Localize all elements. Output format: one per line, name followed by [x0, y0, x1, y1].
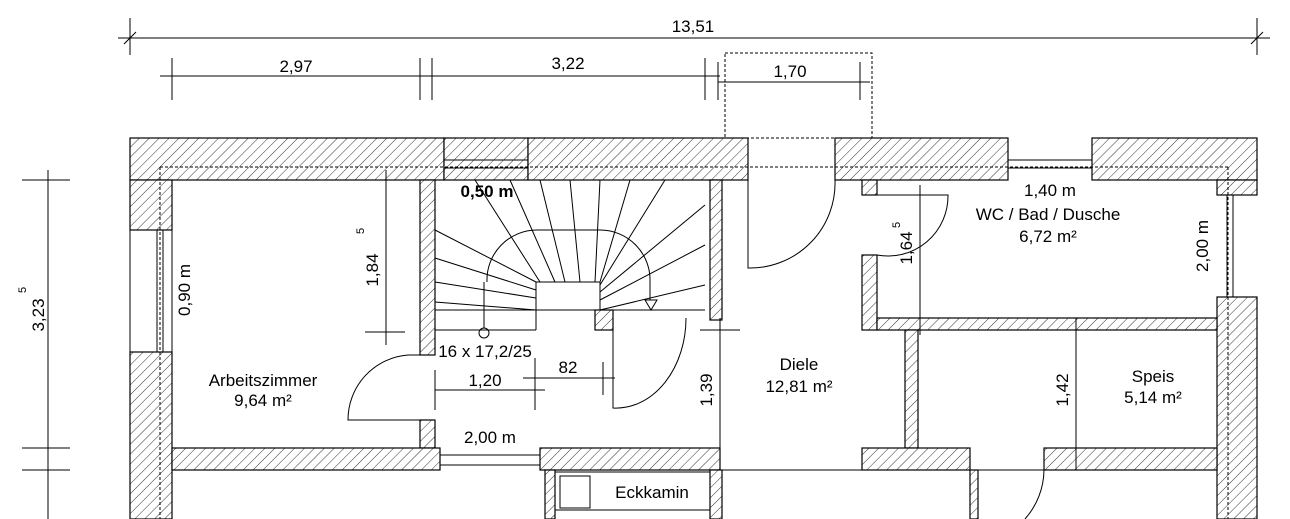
doors — [347, 179, 1045, 519]
arbeitszimmer-height-label: 1,84 — [363, 253, 382, 286]
room-diele-name: Diele — [780, 355, 819, 374]
stair-length-label: 2,00 m — [464, 428, 516, 447]
room-wc-area: 6,72 m² — [1019, 227, 1077, 246]
wc-window-label: 1,40 m — [1024, 181, 1076, 200]
seg1-label: 2,97 — [279, 57, 312, 76]
left-height-sup: 5 — [17, 287, 29, 293]
total-width-label: 13,51 — [672, 17, 715, 36]
dimension-segments: 2,97 3,22 1,70 — [160, 52, 873, 139]
seg3-label: 1,70 — [773, 62, 806, 81]
wc-right-window-label: 2,00 m — [1193, 220, 1212, 272]
window-left-label: 0,90 m — [175, 264, 194, 316]
interior-dimensions — [365, 170, 1077, 470]
dimension-total-width: 13,51 — [118, 17, 1270, 55]
room-diele-area: 12,81 m² — [765, 377, 832, 396]
walls — [129, 137, 1258, 519]
room-arbeitszimmer-area: 9,64 m² — [234, 391, 292, 410]
stair-window-label: 0,50 m — [461, 182, 514, 201]
staircase — [434, 179, 706, 339]
room-arbeitszimmer-name: Arbeitszimmer — [209, 371, 318, 390]
seg2-label: 3,22 — [551, 54, 584, 73]
stair-spec-label: 16 x 17,2/25 — [438, 342, 532, 361]
left-height-label: 3,23 — [29, 298, 48, 331]
wc-height-sup: 5 — [891, 222, 903, 228]
room-wc-name: WC / Bad / Dusche — [976, 205, 1121, 224]
diele-height-label: 1,39 — [697, 373, 716, 406]
stair-width-label: 1,20 — [468, 371, 501, 390]
room-speis-name: Speis — [1132, 367, 1175, 386]
dimension-left-height: 3,23 5 — [17, 170, 70, 519]
arbeitszimmer-height-sup: 5 — [355, 228, 367, 234]
labels: 0,90 m 1,84 5 0,50 m 16 x 17,2/25 1,20 8… — [175, 181, 1212, 502]
eckkamin-label: Eckkamin — [615, 483, 689, 502]
room-speis-area: 5,14 m² — [1124, 388, 1182, 407]
wc-height-label: 1,64 — [897, 231, 916, 264]
stair-gap-label: 82 — [559, 358, 578, 377]
speis-height-label: 1,42 — [1053, 373, 1072, 406]
windows — [129, 159, 1234, 466]
lower-rooms — [171, 469, 1217, 519]
